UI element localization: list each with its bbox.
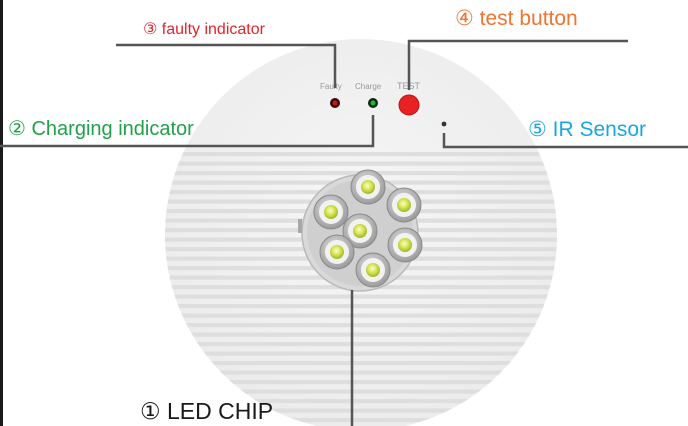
louvre-stripe — [165, 361, 557, 366]
ir-sensor — [441, 121, 447, 127]
led-module-notch — [298, 219, 302, 233]
louvre-stripe — [165, 408, 557, 413]
test-button[interactable] — [398, 94, 420, 116]
louvre-stripe — [165, 332, 557, 337]
louvre-stripe — [165, 313, 557, 318]
led-chip — [398, 238, 412, 252]
led-chip — [324, 205, 338, 219]
louvre-stripe — [165, 323, 557, 328]
louvre-stripe — [165, 380, 557, 385]
callout-test-button: ④ test button — [455, 7, 578, 30]
louvre-stripe — [165, 161, 557, 166]
leader-charge — [0, 115, 375, 148]
callout-ir-sensor: ⑤ IR Sensor — [528, 118, 647, 141]
callout-charging-indicator: ② Charging indicator — [8, 118, 194, 140]
device-label-charge: Charge — [355, 82, 382, 91]
leader-ir — [442, 133, 688, 149]
faulty-led-glow — [332, 100, 338, 106]
led-chip — [330, 245, 344, 259]
led-chips — [313, 169, 423, 288]
left-border — [0, 0, 3, 426]
leader-faulty — [116, 43, 337, 88]
louvre-stripe — [165, 304, 557, 309]
louvre-stripe — [165, 294, 557, 299]
led-chip — [361, 180, 375, 194]
led-chip — [353, 224, 367, 238]
leader-test — [407, 39, 628, 90]
leader-lines — [0, 39, 688, 426]
louvre-stripe — [165, 342, 557, 347]
louvre-stripe — [165, 152, 557, 157]
louvre-stripe — [165, 399, 557, 404]
louvre-stripe — [165, 351, 557, 356]
callout-led-chip: ① LED CHIP — [140, 398, 274, 424]
callout-faulty-indicator: ③ faulty indicator — [143, 21, 265, 38]
device-label-faulty: Faulty — [320, 82, 342, 91]
led-chip — [397, 198, 411, 212]
louvre-stripe — [165, 418, 557, 423]
charge-led-glow — [370, 100, 376, 106]
led-chip — [366, 263, 380, 277]
louvre-stripe — [165, 370, 557, 375]
louvre-stripe — [165, 389, 557, 394]
